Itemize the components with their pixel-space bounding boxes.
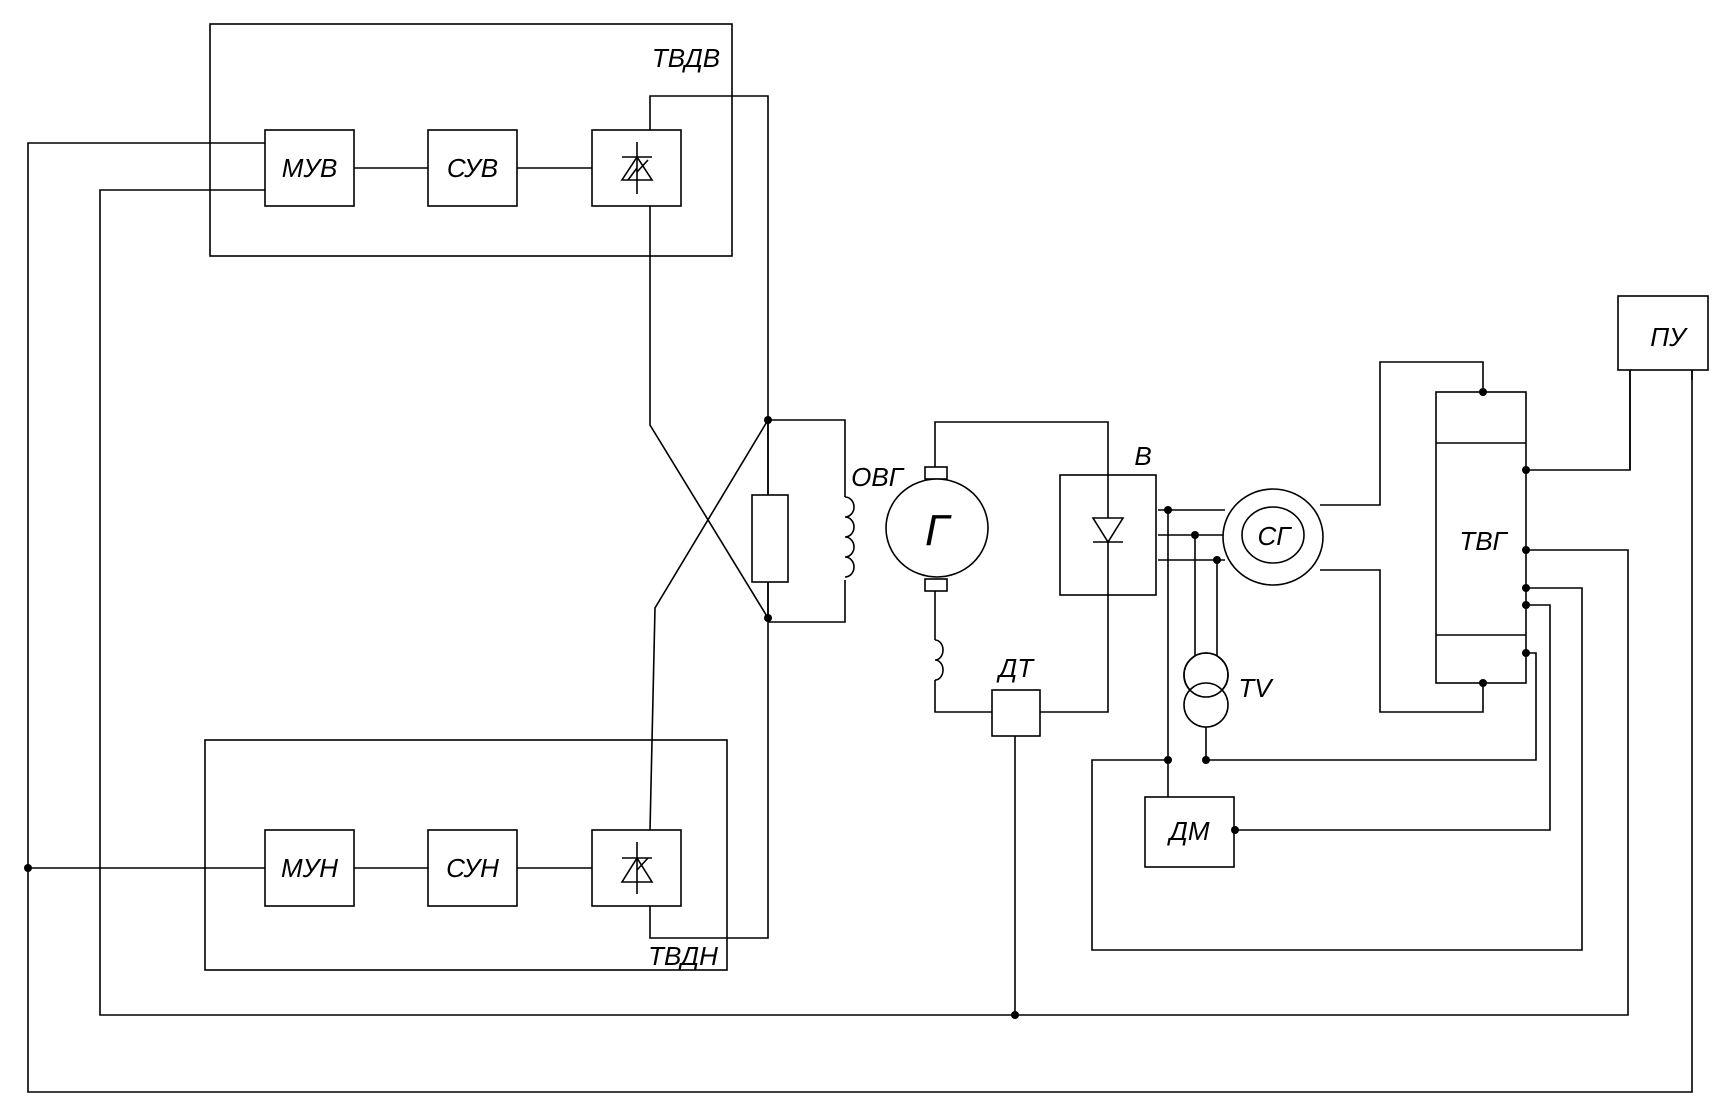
sg-inner [1241, 506, 1305, 564]
tvdn-frame [204, 739, 728, 971]
resistor [751, 494, 789, 583]
v-label: В [1134, 441, 1151, 471]
tvg-block [1435, 391, 1527, 684]
sg-label: СГ [1258, 521, 1293, 551]
tvg-label: ТВГ [1459, 526, 1508, 556]
generator-brush-bottom [924, 578, 948, 592]
generator-brush-top [924, 466, 948, 480]
junction-dots [24, 388, 1530, 1019]
dm-block [1144, 796, 1235, 868]
muv-block: МУВ [264, 129, 355, 207]
dm-label: ДМ [1167, 816, 1210, 846]
suv-block: СУВ [427, 129, 518, 207]
tvdn-label: ТВДН [648, 941, 718, 971]
ovg-winding [844, 496, 855, 578]
pu-label: ПУ [1650, 322, 1688, 352]
sun-block: СУН [427, 829, 518, 907]
pu-block [1617, 295, 1709, 371]
dt-label: ДТ [996, 653, 1035, 683]
sun-label: СУН [446, 853, 499, 883]
generator-label: Г [925, 506, 952, 555]
synchronous-generator [1222, 488, 1324, 586]
voltage-transformer-tv [1183, 652, 1229, 728]
suv-label: СУВ [447, 153, 498, 183]
generator-g [885, 478, 989, 578]
mun-label: МУН [281, 853, 338, 883]
thyristor-upper [591, 129, 682, 207]
dt-block [991, 689, 1041, 737]
tvdv-frame [209, 23, 733, 257]
tv-label: TV [1238, 673, 1274, 703]
muv-label: МУВ [282, 153, 338, 183]
thyristor-lower [591, 829, 682, 907]
tvdv-label: ТВДВ [652, 43, 720, 73]
rectifier-v [1059, 474, 1157, 596]
mun-block: МУН [264, 829, 355, 907]
ovg-label: ОВГ [851, 462, 905, 492]
series-winding [934, 639, 944, 681]
